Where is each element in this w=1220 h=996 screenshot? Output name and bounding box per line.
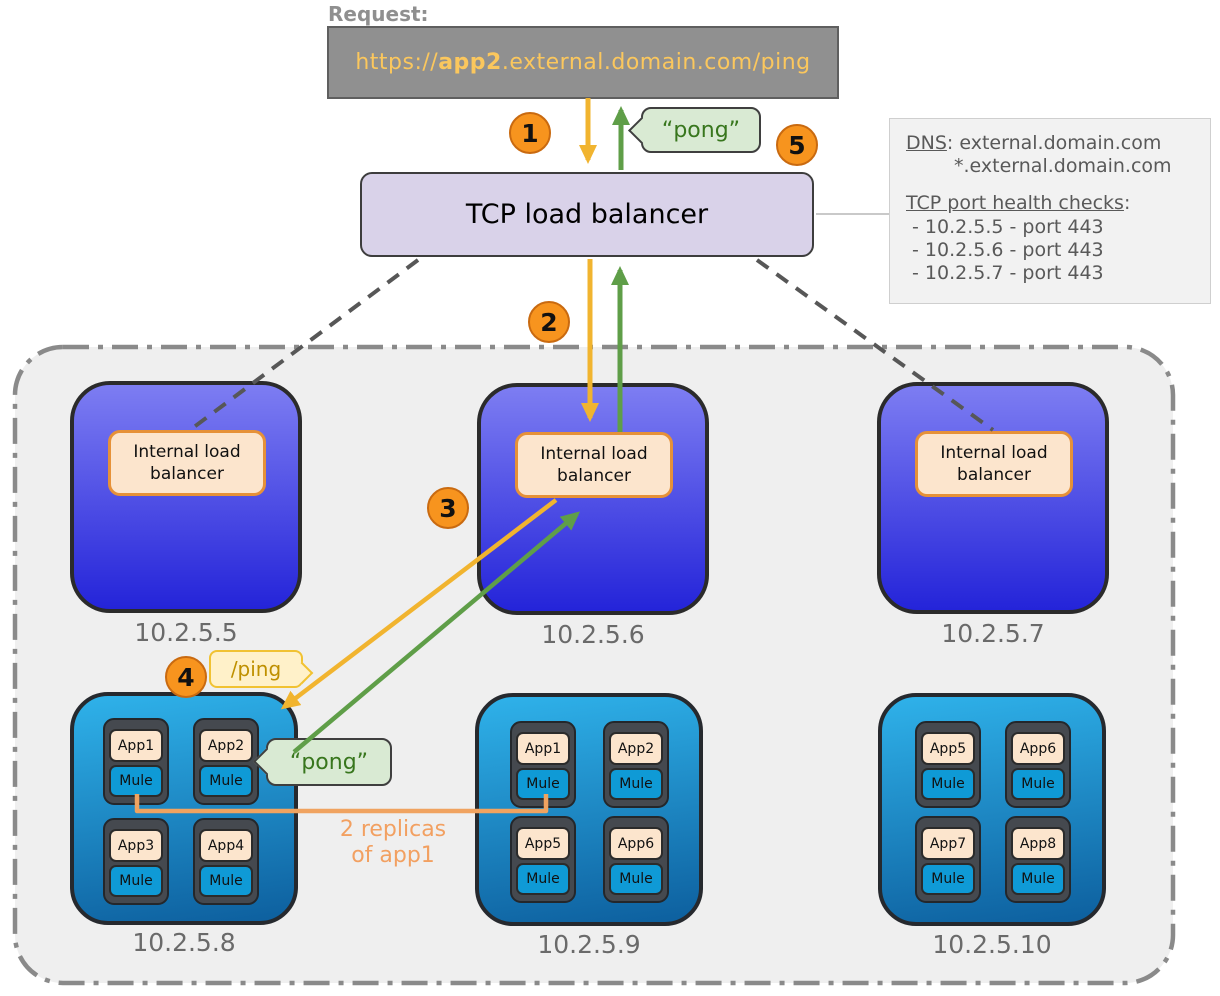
mule-chip: Mule: [1011, 863, 1065, 895]
pong-text: “pong”: [661, 117, 741, 143]
app-container: App7 Mule: [915, 816, 981, 903]
step-badge-1: 1: [509, 112, 551, 154]
mule-chip: Mule: [199, 865, 253, 897]
app-node-10-2-5-10: App5 Mule App6 Mule App7 Mule App8 Mule: [878, 693, 1106, 926]
app-container: App5 Mule: [510, 816, 576, 903]
pong-bubble-app2: “pong”: [253, 738, 392, 786]
ping-bubble: /ping: [209, 650, 314, 688]
step-badge-5: 5: [776, 124, 818, 166]
ilb-node-10-2-5-7: Internal load balancer: [877, 382, 1109, 614]
dns-line1: DNS: external.domain.com: [906, 132, 1210, 155]
mule-chip: Mule: [921, 768, 975, 800]
request-url-host: app2: [438, 50, 502, 75]
app-chip: App2: [199, 729, 253, 762]
ip-label-app: 10.2.5.10: [932, 930, 1052, 959]
app-node-10-2-5-9: App1 Mule App2 Mule App5 Mule App6 Mule: [475, 693, 703, 926]
app-chip: App5: [921, 732, 975, 765]
app-chip: App1: [109, 729, 163, 762]
app-container: App5 Mule: [915, 721, 981, 808]
mule-chip: Mule: [609, 768, 663, 800]
app-chip: App2: [609, 732, 663, 765]
ip-label-ilb: 10.2.5.7: [941, 619, 1045, 648]
health-colon: :: [1123, 192, 1131, 215]
mule-chip: Mule: [516, 863, 570, 895]
request-label: Request:: [328, 2, 429, 26]
dns-value: : external.domain.com: [946, 132, 1162, 154]
app-container: App8 Mule: [1005, 816, 1071, 903]
ip-label-ilb: 10.2.5.6: [541, 620, 645, 649]
ip-label-app: 10.2.5.8: [132, 928, 236, 957]
ping-text: /ping: [230, 657, 282, 681]
ip-label-app: 10.2.5.9: [537, 930, 641, 959]
mule-chip: Mule: [109, 765, 163, 797]
dns-note-box: DNS: external.domain.com *.external.doma…: [889, 118, 1211, 304]
request-url-box: https://app2.external.domain.com/ping: [327, 26, 839, 99]
replicas-note: 2 replicas of app1: [339, 817, 447, 868]
app-node-10-2-5-8: App1 Mule App2 Mule App3 Mule App4 Mule: [70, 692, 298, 925]
pong-text: “pong”: [289, 749, 369, 775]
step-badge-4: 4: [165, 656, 207, 698]
request-url-rest: .external.domain.com/ping: [501, 50, 811, 75]
bubble-tail: [290, 661, 314, 685]
mule-chip: Mule: [609, 863, 663, 895]
mule-chip: Mule: [921, 863, 975, 895]
app-container: App1 Mule: [510, 721, 576, 808]
mule-chip: Mule: [516, 768, 570, 800]
mule-chip: Mule: [109, 865, 163, 897]
ilb-node-10-2-5-6: Internal load balancer: [477, 383, 709, 615]
tcp-load-balancer: TCP load balancer: [360, 172, 814, 257]
step-badge-3: 3: [427, 487, 469, 529]
app-chip: App1: [516, 732, 570, 765]
mule-chip: Mule: [1011, 768, 1065, 800]
app-chip: App5: [516, 827, 570, 860]
ip-label-ilb: 10.2.5.5: [134, 618, 238, 647]
ilb-node-10-2-5-5: Internal load balancer: [70, 381, 302, 613]
ilb-label: Internal load balancer: [515, 432, 673, 498]
bubble-tail: [628, 117, 655, 144]
app-container: App6 Mule: [1005, 721, 1071, 808]
ilb-label: Internal load balancer: [108, 430, 266, 496]
ilb-label: Internal load balancer: [915, 431, 1073, 497]
health-checks-title: TCP port health checks:: [906, 192, 1210, 215]
pong-bubble-top: “pong”: [628, 107, 761, 153]
app-container: App6 Mule: [603, 816, 669, 903]
dns-title: DNS: [906, 132, 947, 154]
request-url-prefix: https://: [355, 50, 439, 75]
mule-chip: Mule: [199, 765, 253, 797]
app-container: App2 Mule: [603, 721, 669, 808]
dns-line2: *.external.domain.com: [954, 155, 1172, 178]
app-chip: App3: [109, 829, 163, 862]
app-container: App2 Mule: [193, 718, 259, 805]
app-chip: App6: [1011, 732, 1065, 765]
health-title: TCP port health checks: [906, 192, 1124, 215]
health-check-item: - 10.2.5.5 - port 443: [912, 215, 1104, 238]
health-check-item: - 10.2.5.7 - port 443: [912, 261, 1104, 284]
app-chip: App8: [1011, 827, 1065, 860]
health-check-item: - 10.2.5.6 - port 443: [912, 238, 1104, 261]
app-container: App4 Mule: [193, 818, 259, 905]
app-container: App3 Mule: [103, 818, 169, 905]
step-badge-2: 2: [528, 301, 570, 343]
app-chip: App6: [609, 827, 663, 860]
app-container: App1 Mule: [103, 718, 169, 805]
app-chip: App4: [199, 829, 253, 862]
app-chip: App7: [921, 827, 975, 860]
